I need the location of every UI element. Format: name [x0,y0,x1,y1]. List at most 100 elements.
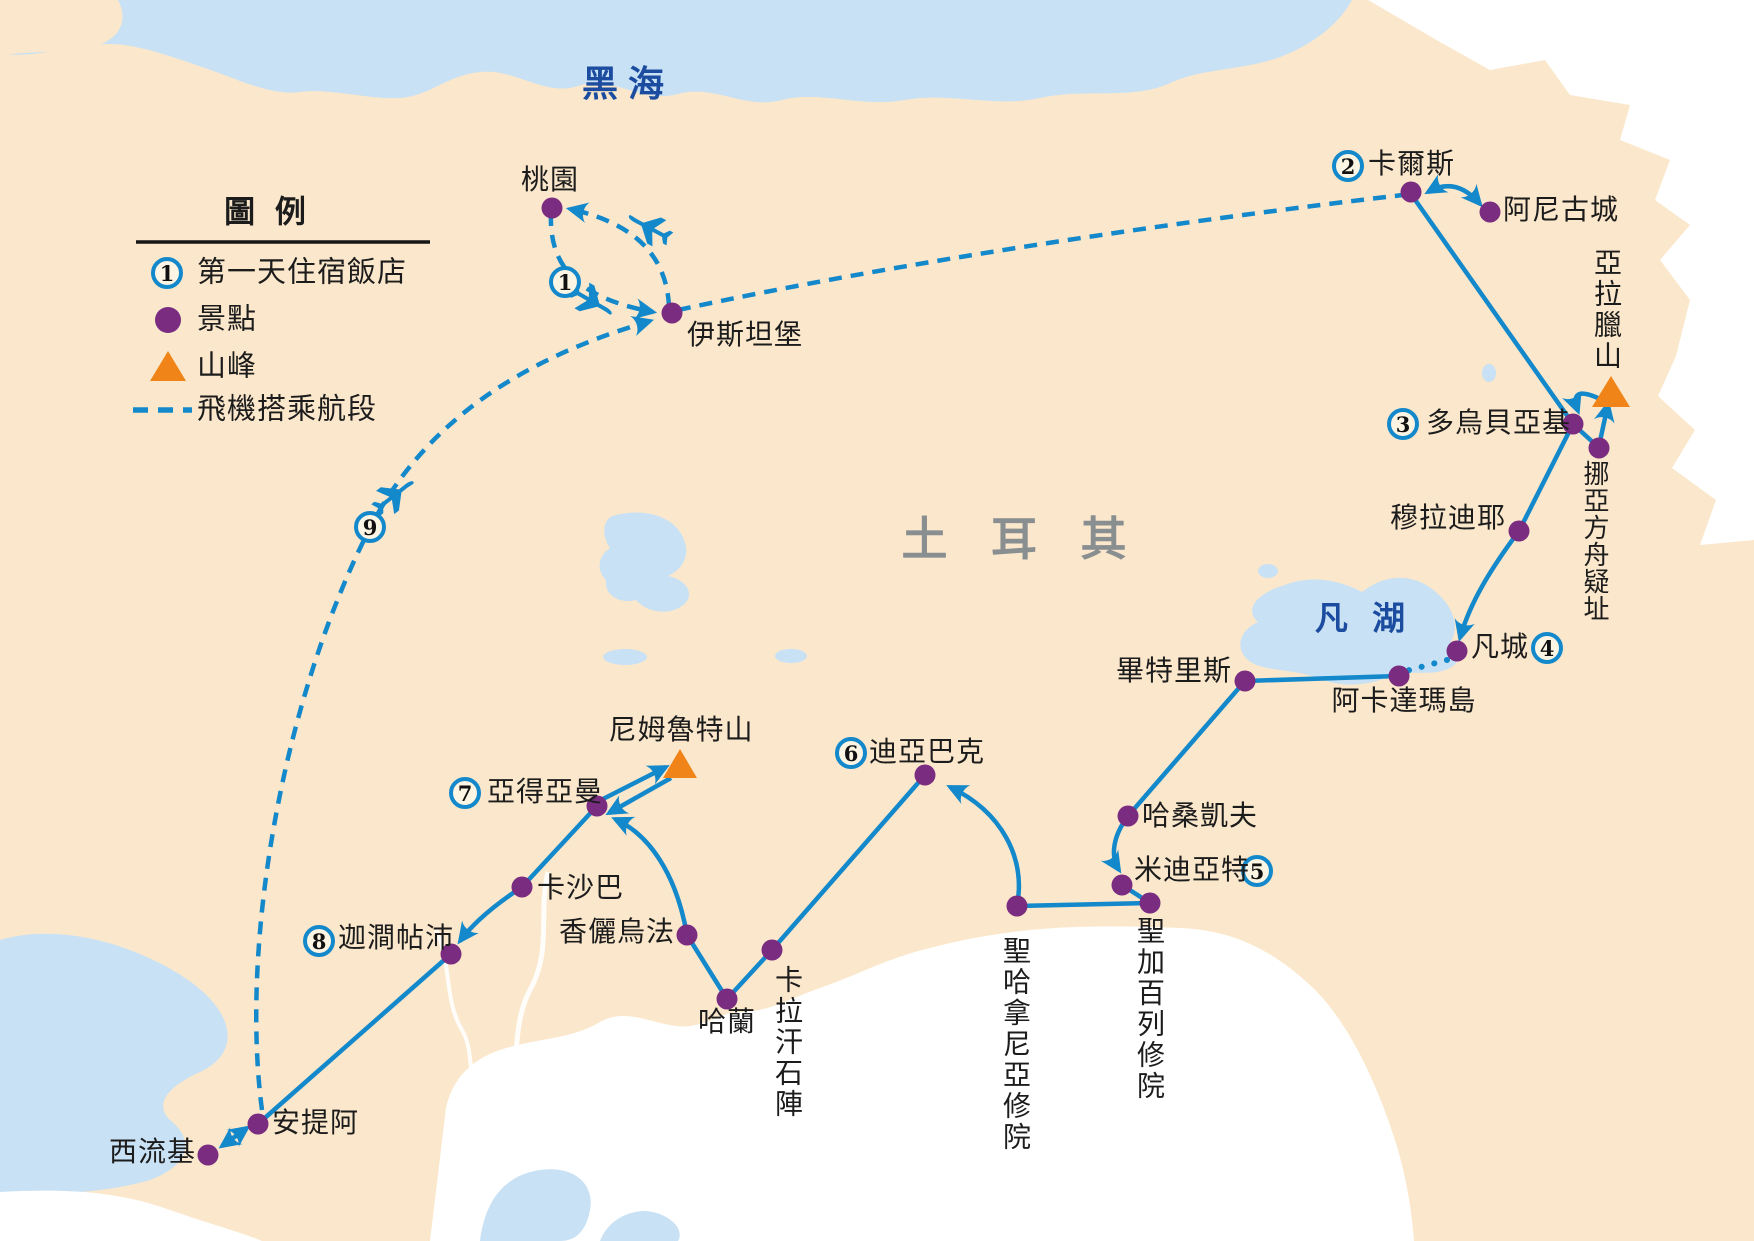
small-lake [1482,364,1496,382]
legend-item-peak: 山峰 [197,350,258,383]
marker-taoyuan [541,197,563,219]
marker-kars [1400,181,1422,203]
label-karahan: 卡拉汗石陣 [771,965,802,1120]
label-seleucia: 西流基 [108,1137,196,1168]
label-black-sea: 黑海 [581,64,675,104]
label-adiyaman: 亞得亞曼 [487,777,604,808]
label-istanbul: 伊斯坦堡 [687,320,804,351]
flight-istanbul-kars [677,192,1404,313]
route-kars-dogubayazit [1409,192,1575,426]
marker-seleucia [197,1144,219,1166]
label-muradiye: 穆拉迪耶 [1389,503,1506,534]
route-morgabriel-morhananyo [1016,900,1151,909]
black-sea [0,0,1352,103]
marker-mor-hananyo [1006,895,1028,917]
route-gaziantep-antioch [256,952,453,1126]
label-country-turkey: 土 耳 其 [901,514,1143,565]
label-hasankeyf: 哈桑凱夫 [1142,801,1259,832]
route-sanliurfa-adiyaman [611,816,690,936]
thrace-land-corner [0,0,123,56]
label-ararat: 亞拉臘山 [1590,248,1621,372]
marker-hasankeyf [1117,805,1139,827]
southwest-page-white [0,1190,262,1241]
route-karahan-harran [725,948,774,1001]
mediterranean-sea [0,933,228,1196]
site-markers [197,181,1610,1166]
day-circle-2: 2 [1332,150,1364,182]
legend-item-hotel: 第一天住宿飯店 [197,256,408,289]
route-nemrut-adiyaman [605,776,673,816]
marker-harran [716,988,738,1010]
label-dogubayazit: 多烏貝亞基 [1426,408,1572,439]
route-morhananyo-diyarbakir [946,784,1022,907]
bottom-sea-patch [480,1169,591,1241]
marker-kahta [511,876,533,898]
marker-mor-gabriel [1139,892,1161,914]
marker-ani [1479,201,1501,223]
marker-midyat [1111,874,1133,896]
legend-item-site: 景點 [197,303,258,336]
small-lake [603,649,647,665]
legend-title: 圖 例 [224,194,312,230]
label-antioch: 安提阿 [272,1108,360,1139]
peak-ararat [1592,376,1630,407]
label-diyarbakir: 迪亞巴克 [869,737,986,768]
flight-antioch-istanbul [254,315,655,1111]
small-lake [1258,564,1278,578]
marker-dogubayazit [1562,413,1584,435]
route-kars-ani-roundtrip [1424,174,1483,208]
marker-akdamar [1388,665,1410,687]
label-bitlis: 畢特里斯 [1115,656,1232,687]
label-gaziantep: 迦澗帖沛 [338,923,455,954]
day-circle-1: 1 [549,266,581,298]
marker-karahan [761,939,783,961]
day-circle-5: 5 [1241,855,1273,887]
route-bitlis-hasankeyf [1126,679,1247,818]
route-antioch-seleucia-roundtrip [218,1125,251,1149]
label-akdamar: 阿卡達瑪島 [1331,686,1477,717]
marker-gaziantep [440,943,462,965]
label-midyat: 米迪亞特 [1134,855,1251,886]
route-diyarbakir-karahan [770,773,927,952]
label-mor-hananyo: 聖哈拿尼亞修院 [999,936,1030,1153]
label-harran: 哈蘭 [697,1007,757,1038]
label-van: 凡城 [1471,632,1530,663]
day-circle-4: 4 [1531,632,1563,664]
label-mor-gabriel: 聖加百列修院 [1133,916,1164,1102]
route-akdamar-bitlis [1244,673,1400,684]
route-harran-sanliurfa [685,933,729,1001]
marker-adiyaman [586,795,608,817]
label-noahs-ark: 挪亞方舟疑址 [1580,460,1609,622]
route-muradiye-van [1454,529,1521,643]
route-ararat-dogubayazit [1561,390,1601,415]
route-adiyaman-kahta [520,804,599,889]
marker-noahs-ark [1588,437,1610,459]
marker-bitlis [1234,670,1256,692]
small-lake [775,649,807,663]
legend-peak-triangle [150,351,186,381]
marker-muradiye [1508,520,1530,542]
northeast-border-white [1368,0,1754,545]
label-kahta: 卡沙巴 [537,873,625,904]
day-circle-8: 8 [303,925,335,957]
label-ani: 阿尼古城 [1503,195,1620,226]
day-circle-6: 6 [835,737,867,769]
legend-site-dot [155,307,181,333]
route-adiyaman-nemrut [599,764,670,803]
southern-border-white [430,926,1414,1241]
marker-antioch [247,1113,269,1135]
marker-istanbul [661,302,683,324]
peak-nemrut [663,749,697,778]
route-dogubayazit-muradiye [1516,422,1576,533]
day-circle-9: 9 [354,511,386,543]
label-kars: 卡爾斯 [1368,149,1456,180]
marker-sanliurfa [676,924,698,946]
label-lake-van: 凡 湖 [1314,601,1414,638]
legend-item-flight: 飛機搭乘航段 [197,393,378,426]
river [489,871,551,1171]
lake-van [1240,577,1459,685]
label-taoyuan: 桃園 [520,165,580,196]
label-nemrut: 尼姆魯特山 [608,715,754,746]
